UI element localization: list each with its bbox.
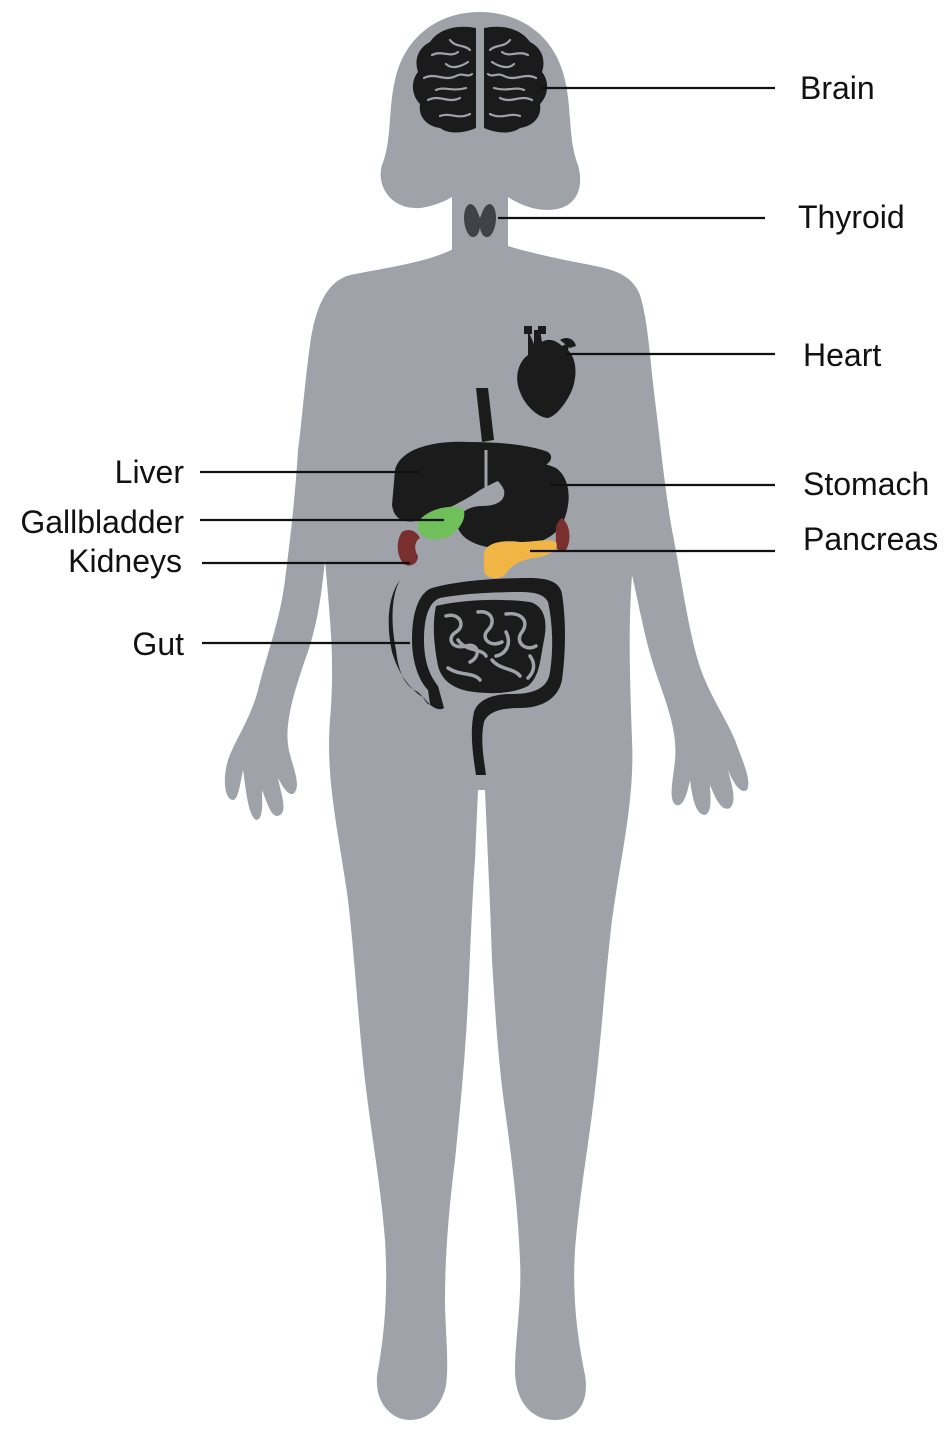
kidneys-label: Kidneys <box>68 543 182 579</box>
liver-label: Liver <box>115 454 184 490</box>
gallbladder-label: Gallbladder <box>20 504 184 540</box>
gut-label: Gut <box>132 626 184 662</box>
stomach-label: Stomach <box>803 466 929 502</box>
heart-label: Heart <box>803 337 881 373</box>
brain-label: Brain <box>800 70 875 106</box>
pancreas-label: Pancreas <box>803 521 938 557</box>
thyroid-label: Thyroid <box>798 199 905 235</box>
